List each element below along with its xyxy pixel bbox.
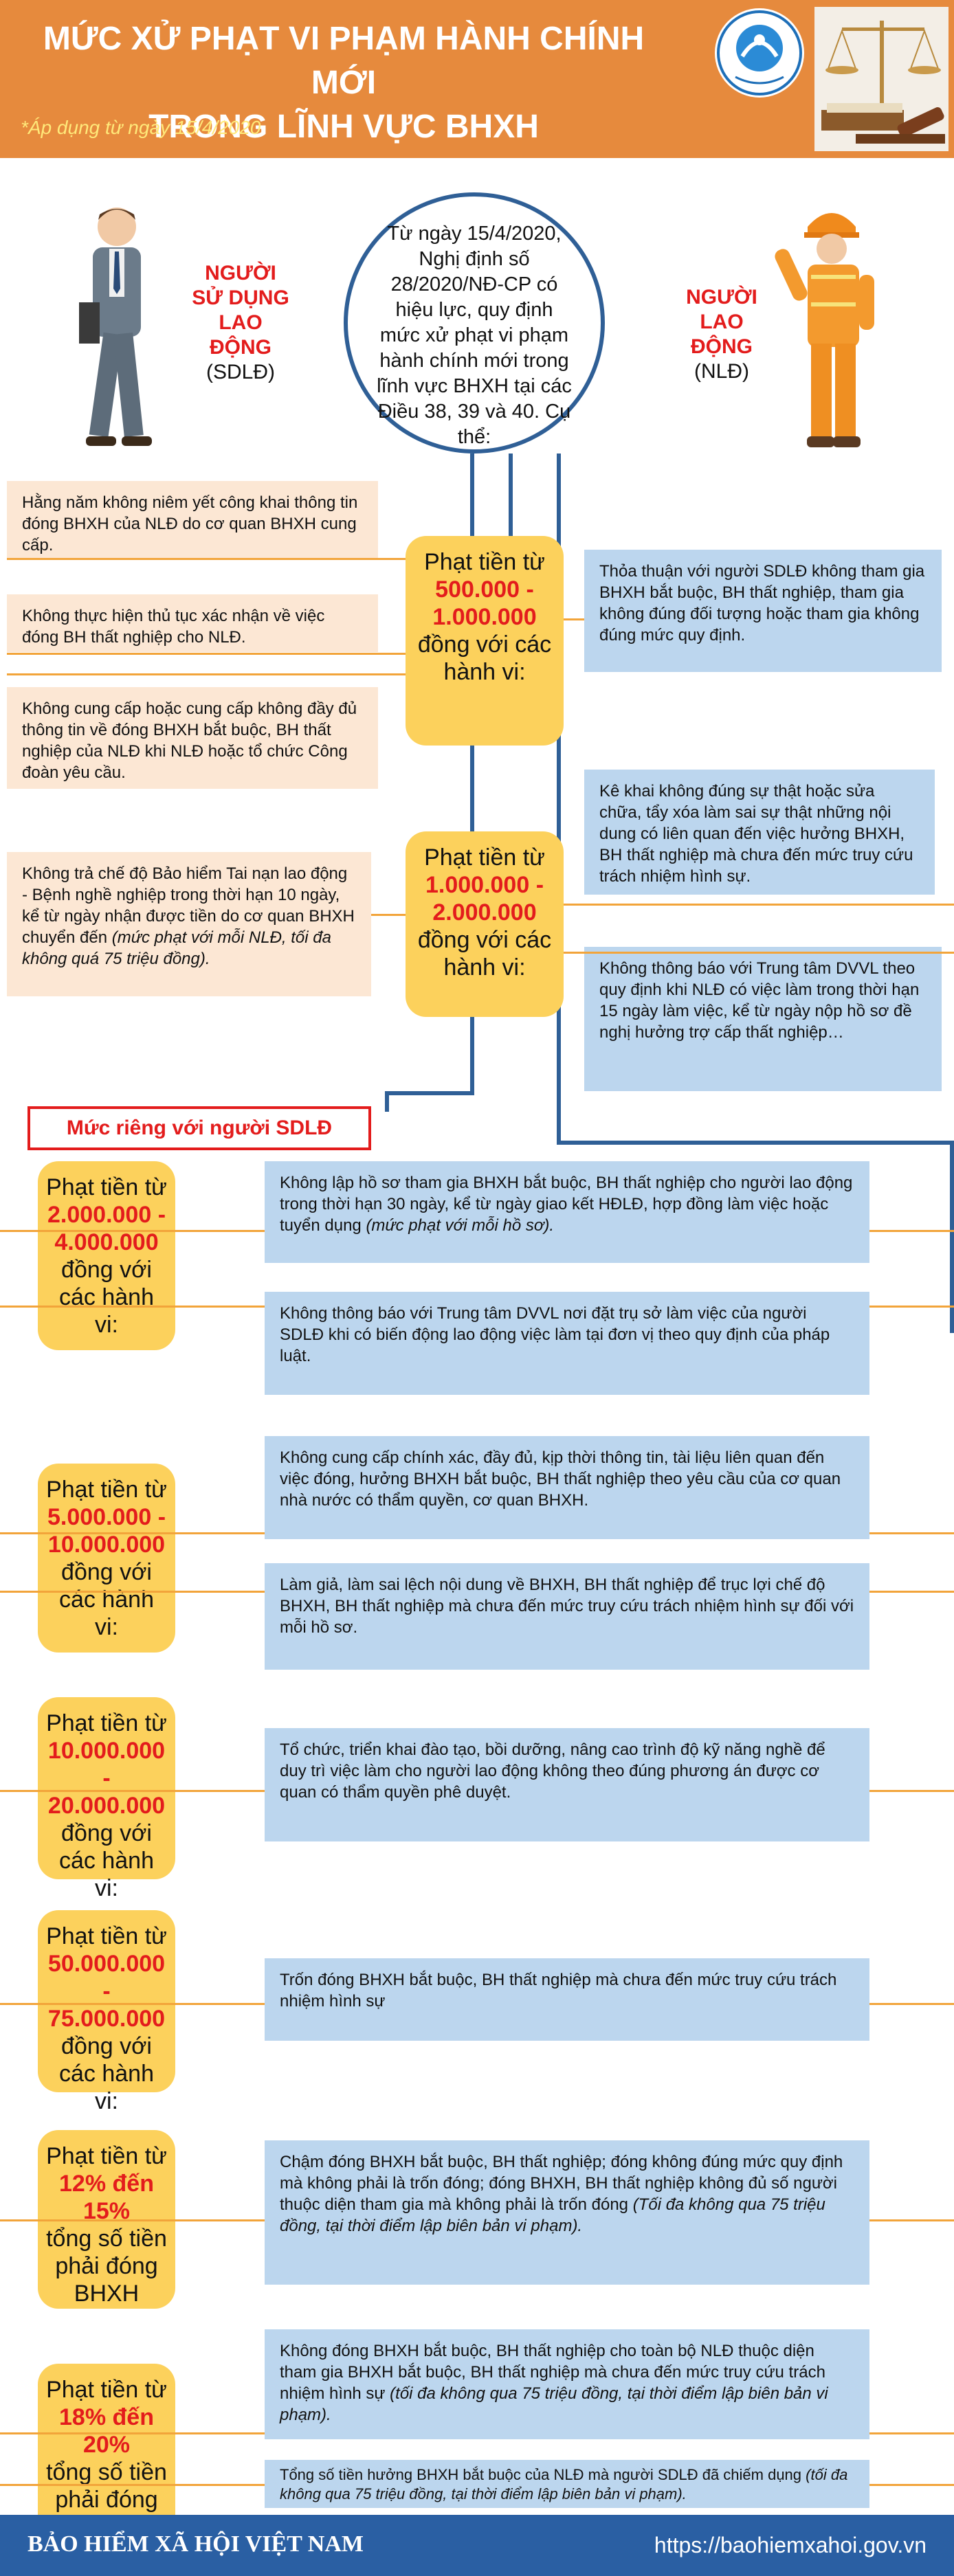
connector-line	[557, 1141, 954, 1145]
fine-amount: 1.000.000 - 2.000.000	[425, 872, 544, 926]
divider	[371, 914, 406, 916]
fine-amount: 500.000 - 1.000.000	[432, 576, 537, 630]
connector-line	[557, 453, 561, 1141]
divider	[564, 904, 954, 906]
employer-tier-1-item-2: Không thông báo với Trung tâm DVVL nơi đ…	[265, 1292, 869, 1395]
connector-line	[950, 1141, 954, 1333]
fine-amount: 18% đến 20%	[59, 2404, 154, 2458]
footer-url[interactable]: https://baohiemxahoi.gov.vn	[654, 2533, 927, 2557]
page-title: MỨC XỬ PHẠT VI PHẠM HÀNH CHÍNH MỚI TRONG…	[21, 17, 667, 149]
employer-label: NGƯỜI SỬ DỤNG LAO ĐỘNG (SDLĐ)	[192, 262, 289, 383]
employer-tier-2-item-1: Không cung cấp chính xác, đầy đủ, kịp th…	[265, 1436, 869, 1539]
fine-amount: 5.000.000 - 10.000.000	[47, 1504, 166, 1558]
tier1-fine-box: Phạt tiền từ 500.000 - 1.000.000 đồng vớ…	[406, 536, 564, 746]
title-line-2: TRONG LĨNH VỰC BHXH	[148, 109, 539, 145]
employer-tier-6-item-2: Tổng số tiền hưởng BHXH bắt buộc của NLĐ…	[265, 2460, 869, 2508]
tier2-right-item-2: Không thông báo với Trung tâm DVVL theo …	[584, 947, 942, 1091]
employer-tier-5-item-1: Chậm đóng BHXH bắt buộc, BH thất nghiệp;…	[265, 2140, 869, 2285]
bhxh-logo-icon	[715, 8, 804, 98]
employer-figure-icon	[65, 199, 168, 460]
connector-line	[509, 453, 513, 536]
effective-date: *Áp dụng từ ngày 15/4/2020	[21, 117, 261, 138]
fine-amount: 50.000.000 - 75.000.000	[47, 1951, 166, 2032]
divider	[564, 952, 954, 954]
employer-tier-1-item-1: Không lập hồ sơ tham gia BHXH bắt buộc, …	[265, 1161, 869, 1263]
divider	[7, 673, 419, 675]
intro-circle: Từ ngày 15/4/2020, Nghị định số 28/2020/…	[344, 192, 605, 453]
divider	[7, 653, 419, 655]
fine-amount: 12% đến 15%	[59, 2171, 154, 2224]
tier1-right-item-1: Thỏa thuận với người SDLĐ không tham gia…	[584, 550, 942, 672]
connector-line	[470, 453, 474, 1093]
employer-tier-3-item-1: Tổ chức, triển khai đào tạo, bồi dưỡng, …	[265, 1728, 869, 1841]
worker-figure-icon	[770, 199, 894, 460]
footer	[0, 2515, 954, 2576]
employer-tier-1-fine-box: Phạt tiền từ 2.000.000 - 4.000.000 đồng …	[38, 1161, 175, 1350]
employer-tier-6-item-1: Không đóng BHXH bắt buộc, BH thất nghiệp…	[265, 2329, 869, 2439]
tier1-left-item-1: Hằng năm không niêm yết công khai thông …	[7, 481, 378, 558]
worker-label: NGƯỜI LAO ĐỘNG (NLĐ)	[686, 286, 757, 383]
employer-tier-2-fine-box: Phạt tiền từ 5.000.000 - 10.000.000 đồng…	[38, 1464, 175, 1653]
tier1-left-item-2: Không thực hiện thủ tục xác nhận về việc…	[7, 594, 378, 652]
employer-tier-4-fine-box: Phạt tiền từ 50.000.000 - 75.000.000 đồn…	[38, 1910, 175, 2114]
employer-tier-4-item-1: Trốn đóng BHXH bắt buộc, BH thất nghiệp …	[265, 1958, 869, 2041]
tier2-right-item-1: Kê khai không đúng sự thật hoặc sửa chữa…	[584, 770, 935, 895]
justice-scales-icon	[814, 7, 949, 151]
connector-line	[385, 1091, 474, 1095]
connector-line	[385, 1091, 389, 1112]
employer-tier-3-fine-box: Phạt tiền từ 10.000.000 - 20.000.000 đồn…	[38, 1697, 175, 1901]
employer-tier-2-item-2: Làm giả, làm sai lệch nội dung về BHXH, …	[265, 1563, 869, 1670]
divider	[7, 558, 419, 560]
footer-org: BẢO HIỂM XÃ HỘI VIỆT NAM	[27, 2531, 364, 2557]
divider	[564, 618, 584, 620]
title-line-1: MỨC XỬ PHẠT VI PHẠM HÀNH CHÍNH MỚI	[43, 21, 645, 101]
tier2-fine-box: Phạt tiền từ 1.000.000 - 2.000.000 đồng …	[406, 831, 564, 1017]
section-label: Mức riêng với người SDLĐ	[27, 1106, 371, 1150]
intro-text: Từ ngày 15/4/2020, Nghị định số 28/2020/…	[377, 223, 572, 448]
fine-amount: 2.000.000 - 4.000.000	[47, 1202, 166, 1255]
fine-amount: 10.000.000 - 20.000.000	[47, 1738, 166, 1819]
tier1-left-item-3: Không cung cấp hoặc cung cấp không đầy đ…	[7, 687, 378, 789]
tier2-left-item-1: Không trả chế độ Bảo hiểm Tai nạn lao độ…	[7, 852, 371, 996]
